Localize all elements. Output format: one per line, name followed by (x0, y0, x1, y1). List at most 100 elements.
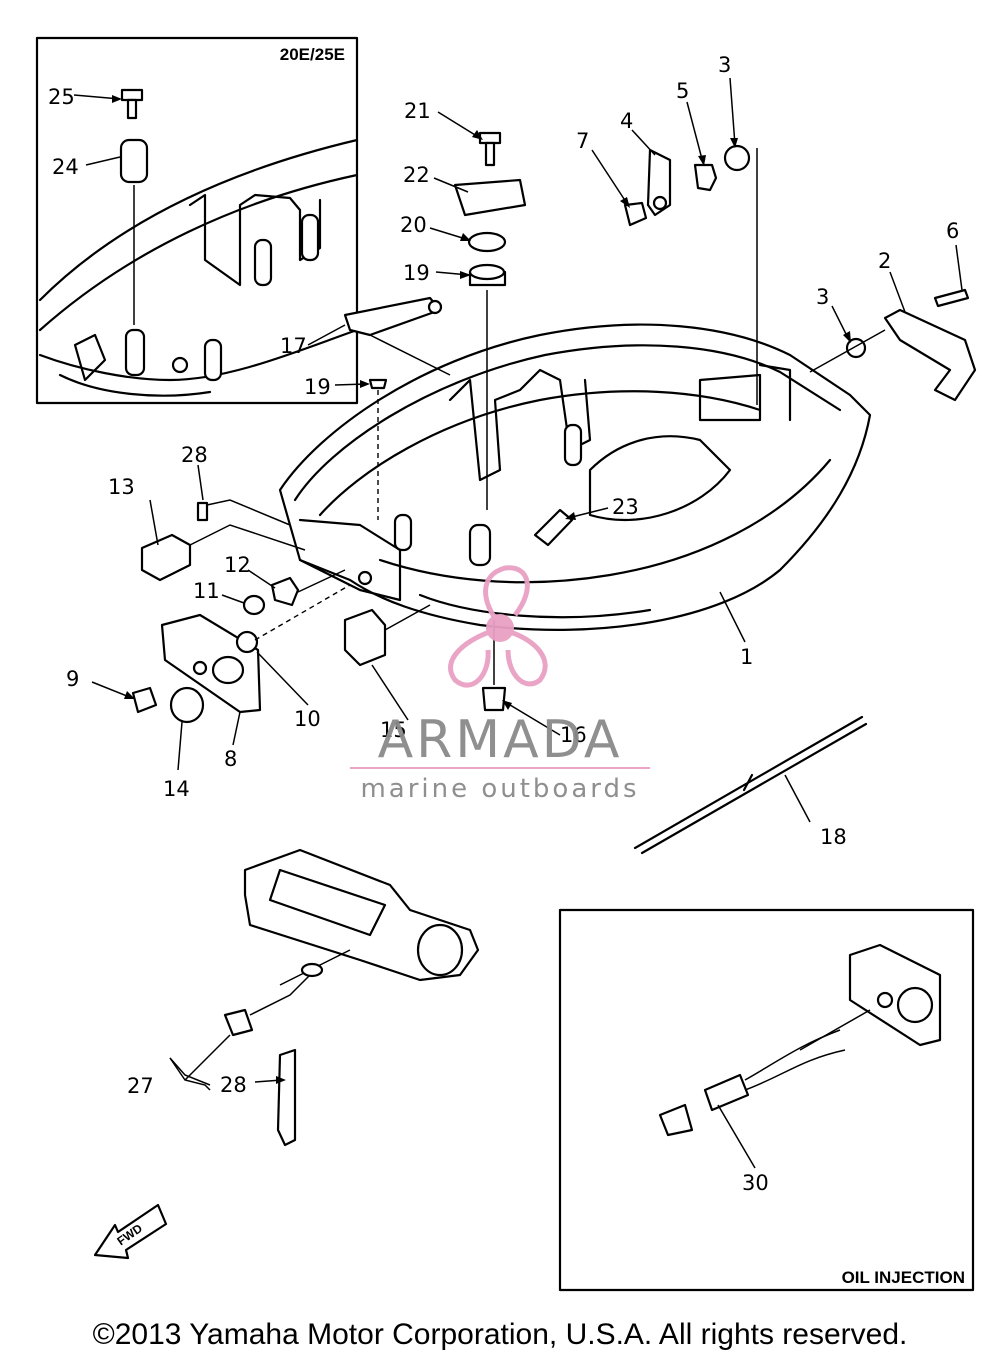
inset-boss-b (300, 213, 320, 262)
inset-pan-lower (58, 373, 212, 397)
oil-plate-hole-small (876, 991, 894, 1009)
callout-5: 5 (676, 79, 689, 103)
callout-10: 10 (294, 707, 321, 731)
callout-28: 28 (220, 1073, 247, 1097)
inset-nut (171, 356, 189, 374)
part-24-fitting (533, 508, 574, 547)
part-12-leader (297, 569, 346, 593)
part-22-bolt-head (478, 131, 502, 145)
lower-wire-b (249, 974, 311, 1016)
lower-wire-a (279, 949, 351, 986)
part-29-clip (196, 501, 209, 522)
part-2-leader (809, 329, 886, 373)
inset-bolt-shank (126, 98, 138, 120)
cowling-outer (278, 323, 872, 631)
lower-assembly (169, 848, 480, 1147)
part-13-cap (140, 533, 192, 582)
part-6-bolt (933, 288, 970, 308)
callout-15: 15 (380, 718, 407, 742)
lower-housing (243, 848, 480, 982)
lower-housing-top (268, 868, 387, 937)
propeller-logo-icon (448, 565, 548, 688)
oil-sensor-sleeve (703, 1073, 750, 1112)
cowling-front-face (298, 518, 402, 602)
part-17-pin (427, 299, 443, 315)
inset-bolt-head (120, 88, 144, 102)
part-9-screw (131, 686, 158, 714)
part-10-nut (235, 630, 259, 654)
part-12-grommet (270, 576, 300, 607)
inset-boss-c (203, 338, 223, 382)
part-17-lever (343, 296, 442, 337)
callout-30: 30 (742, 1171, 769, 1195)
cowling-boss-b (393, 513, 413, 552)
callout-19: 19 (304, 375, 331, 399)
inset-clip (73, 333, 107, 382)
callout-17: 17 (280, 334, 307, 358)
callout-16: 16 (560, 723, 587, 747)
part-14-plug (169, 686, 205, 724)
callout-27: 27 (127, 1074, 154, 1098)
part-20-top (468, 263, 506, 281)
inset-oil-injection: OIL INJECTION (558, 908, 975, 1292)
callout-12: 12 (224, 553, 251, 577)
cowling-inner-rim (318, 390, 762, 517)
part-27-bracket-line (169, 1057, 211, 1086)
bottom-cowling (278, 323, 872, 631)
callout-20: 19 (403, 261, 430, 285)
part-18-rod-b (640, 722, 868, 855)
cowling-boss-c (563, 423, 583, 467)
inset-pan-edge (38, 328, 359, 382)
callout-14: 14 (163, 777, 190, 801)
cowling-rear-bracket (758, 363, 792, 422)
lower-housing-port (416, 923, 464, 977)
watermark-brand: ARMADA (378, 710, 623, 770)
part-23-plate (453, 178, 527, 217)
oil-sensor-body (658, 1103, 694, 1137)
cowling-rim (293, 344, 842, 502)
inset-label-oil-injection: OIL INJECTION (842, 1268, 965, 1287)
inset-boss-d (124, 328, 146, 377)
inset-label-20e-25e: 20E/25E (280, 45, 345, 64)
callout-1: 1 (740, 645, 753, 669)
inset-collar (119, 138, 149, 184)
armada-watermark: ARMADA marine outboards (350, 565, 650, 804)
part-21-washer (467, 231, 507, 253)
watermark-tagline: marine outboards (360, 774, 639, 804)
cowling-underside (418, 593, 652, 619)
inset-rim-outer (38, 138, 359, 302)
callout-7: 7 (576, 129, 589, 153)
callout-24: 23 (612, 495, 639, 519)
part-11-nut (242, 594, 266, 616)
part-2-bracket (883, 308, 977, 402)
cowling-floor (378, 458, 832, 584)
callout-18: 18 (820, 825, 847, 849)
callout-23: 22 (403, 163, 430, 187)
part-8-screw-hole (192, 660, 208, 676)
oil-wire-b (744, 1049, 846, 1091)
part-22-bolt-shank (484, 141, 496, 167)
part-29-leader (206, 499, 291, 526)
part-18-break (742, 773, 754, 792)
part-16-fitting (481, 686, 507, 712)
part-15-grommet (343, 608, 387, 667)
callout-8: 8 (224, 747, 237, 771)
callout-13: 13 (108, 475, 135, 499)
part-27-switch (223, 1008, 254, 1037)
lower-terminal (300, 962, 324, 978)
callout-26: 25 (48, 85, 75, 109)
part-15-leader (384, 604, 431, 631)
inset-boss-a (253, 238, 273, 287)
callout-2: 2 (878, 249, 891, 273)
oil-plate-hole-large (896, 986, 934, 1024)
part-19-pin (368, 378, 388, 390)
cowling-opening (588, 435, 732, 522)
callout-21: 20 (400, 213, 427, 237)
callout-22: 21 (404, 99, 431, 123)
fwd-arrow-icon (93, 1203, 168, 1260)
callout-3-top: 3 (718, 53, 731, 77)
inset-rim-inner (38, 173, 359, 332)
callout-3-right: 3 (816, 285, 829, 309)
part-7-nut (623, 201, 648, 227)
